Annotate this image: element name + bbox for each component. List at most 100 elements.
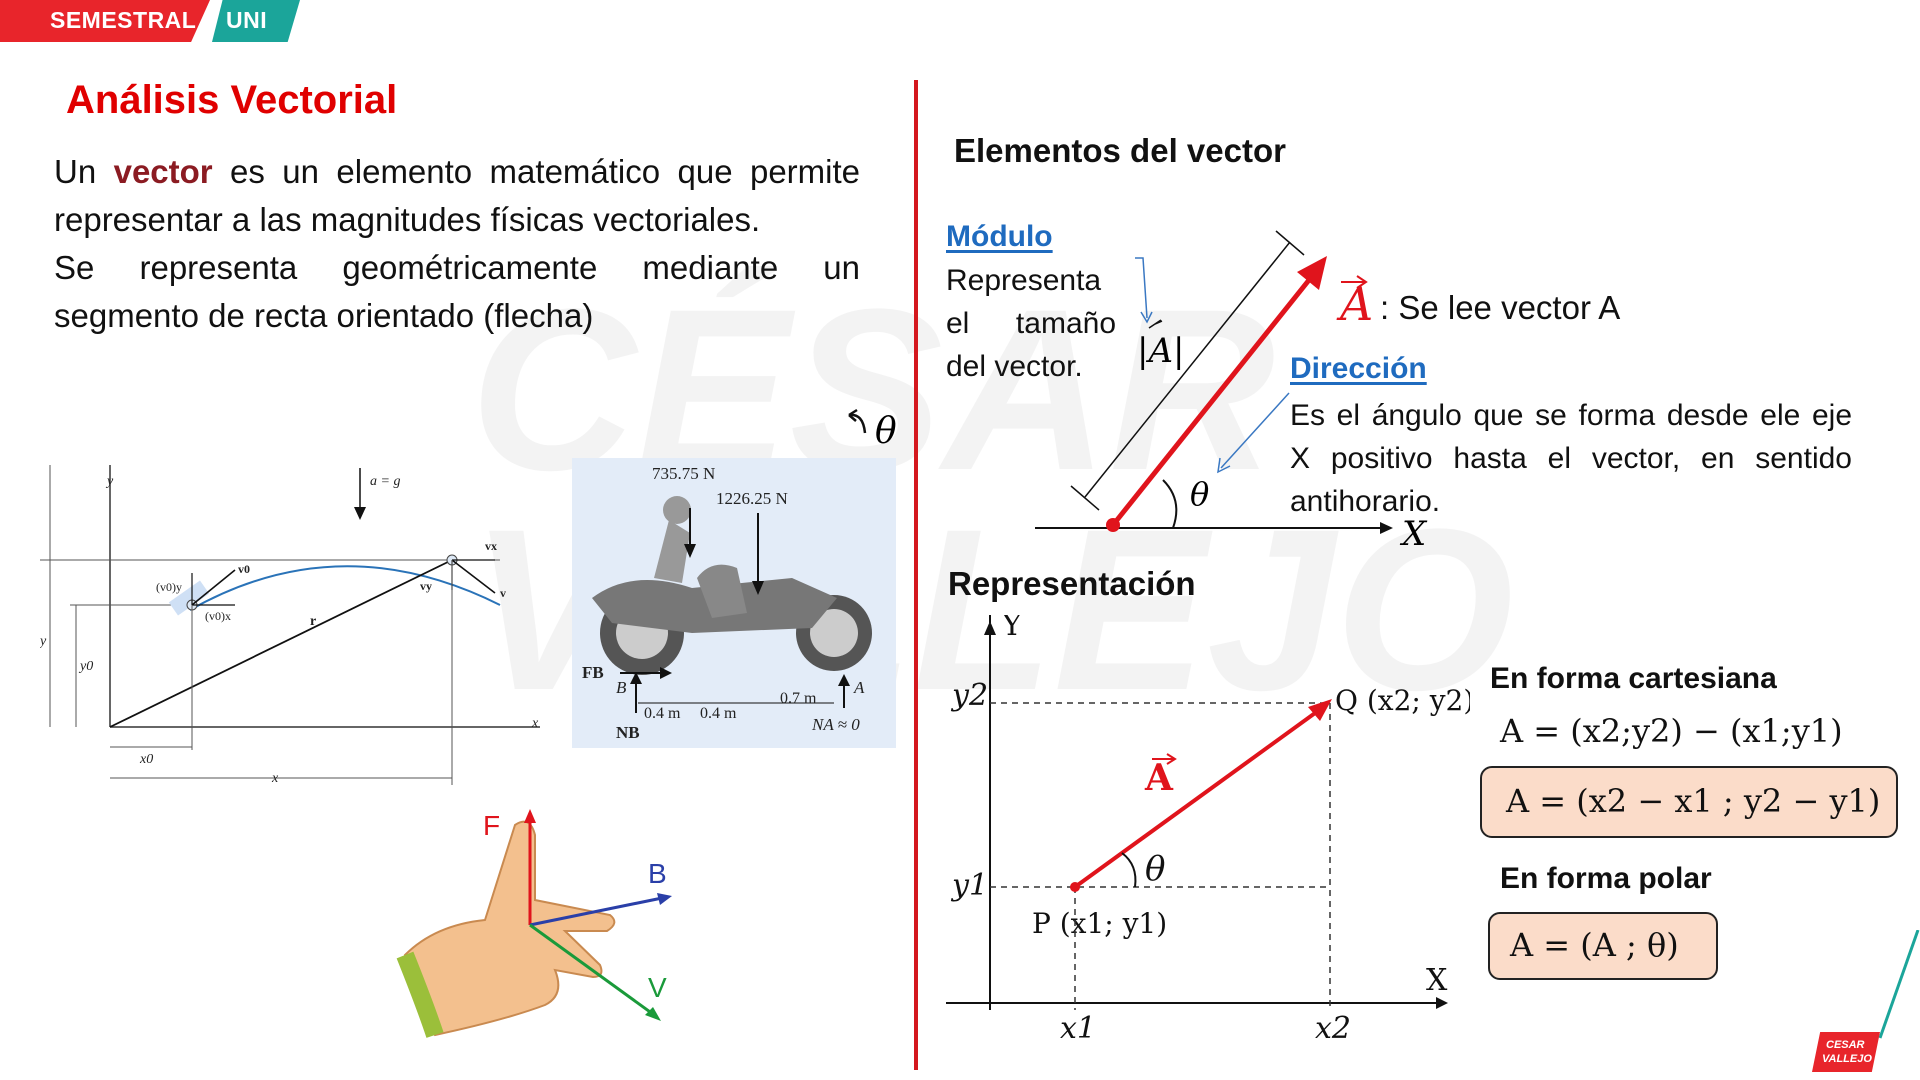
badge-right-bg xyxy=(212,0,300,42)
magnitude-dimension-line xyxy=(1084,241,1291,498)
hand-rule-figure: F B V xyxy=(396,809,672,1038)
x-axis-label: X xyxy=(1399,514,1428,550)
v0-label: v0 xyxy=(238,562,250,576)
a-label: a = g xyxy=(370,474,400,489)
keyword-vector: vector xyxy=(113,153,213,190)
page-title: Análisis Vectorial xyxy=(66,78,398,122)
vector-reading: : Se lee vector A xyxy=(1380,289,1621,326)
force-2-label: 1226.25 N xyxy=(716,489,788,508)
y-axis-arrowhead xyxy=(984,621,996,635)
v-vector xyxy=(529,923,658,1019)
rider-torso xyxy=(654,520,690,583)
logo-line-1: CESAR xyxy=(1826,1039,1865,1051)
vector-symbol: A xyxy=(1336,277,1373,331)
cartesian-equation: A = (x2;y2) − (x1;y1) xyxy=(1500,712,1843,750)
cartesian-title: En forma cartesiana xyxy=(1490,662,1777,695)
v-vector xyxy=(451,559,496,594)
vector-label-accent xyxy=(1152,753,1177,765)
modulo-pointer-head xyxy=(1140,311,1153,324)
v-arrowhead xyxy=(645,1007,661,1021)
v0-vector xyxy=(191,569,236,606)
normal-b-head xyxy=(630,672,642,684)
b-label: B xyxy=(648,858,667,889)
rep-theta-arc xyxy=(1121,852,1137,888)
intro-p1-start: Un xyxy=(54,153,114,190)
magnitude-tick-1 xyxy=(1070,485,1100,511)
rider-helmet xyxy=(663,496,691,524)
polar-box-text: A = (A ; θ) xyxy=(1510,926,1679,964)
point-q-label: Q (x2; y2) xyxy=(1335,684,1470,717)
teal-accent xyxy=(1878,930,1920,1039)
cartesian-box-text: A = (x2 − x1 ; y2 − y1) xyxy=(1506,782,1881,820)
front-wheel-hub xyxy=(810,609,858,657)
vector-pq xyxy=(1073,706,1324,889)
direccion-pointer xyxy=(1220,392,1290,469)
x-axis-arrowhead xyxy=(1380,522,1393,534)
modulo-pointer xyxy=(1135,257,1148,319)
fb-label: FB xyxy=(582,663,604,682)
rep-theta-label: θ xyxy=(1145,849,1165,889)
direccion-title: Dirección xyxy=(1290,352,1427,385)
sleeve-shape xyxy=(396,951,444,1038)
arc-arrowhead xyxy=(848,408,858,422)
vector-pq-arrowhead xyxy=(1308,699,1332,721)
vy-label: vy xyxy=(420,579,432,593)
vx-label: vx xyxy=(485,539,497,553)
trajectory-curve xyxy=(189,565,501,611)
proj-y-dim: y xyxy=(40,634,47,649)
column-divider xyxy=(914,80,918,1070)
point-p xyxy=(1070,882,1080,892)
force-2-head xyxy=(752,581,764,595)
force-1-head xyxy=(684,544,696,558)
magnitude-symbol: |A| xyxy=(1137,331,1184,371)
a-label: A xyxy=(853,678,865,697)
point-p-label: P (x1; y1) xyxy=(1032,907,1167,940)
axis-x-label: X xyxy=(1426,963,1448,998)
projectile-figure: y x r a = g y y0 (v0)y (v0)x v0 vx vy v … xyxy=(40,465,540,786)
badge-left-bg xyxy=(0,0,210,42)
gravity-arrowhead xyxy=(354,507,366,520)
cartesian-representation-figure: Y X y2 y1 x1 x2 Q (x2; y2) P (x1; y1) A … xyxy=(946,615,1470,1045)
intro-text: Un vector es un elemento matemático que … xyxy=(54,148,860,340)
x-dim-label: x xyxy=(271,771,279,786)
modulo-line-1: Representa xyxy=(946,264,1102,297)
theta-arc xyxy=(1162,479,1178,529)
vector-accent-arrow xyxy=(1341,275,1368,289)
vector-a-arrowhead xyxy=(1297,256,1327,290)
f-label: F xyxy=(483,810,500,841)
logo-line-2: VALLEJO xyxy=(1822,1053,1872,1065)
x2-label: x2 xyxy=(1315,1011,1351,1045)
modulo-line-2: el tamaño xyxy=(946,307,1116,340)
nb-label: NB xyxy=(616,723,640,742)
f-arrowhead xyxy=(524,809,536,823)
corner-theta: θ xyxy=(875,411,897,452)
y0-label: y0 xyxy=(78,659,93,674)
x0-label: x0 xyxy=(139,752,153,767)
corner-theta-figure: θ xyxy=(848,408,897,452)
x1-label: x1 xyxy=(1060,1011,1096,1045)
proj-y-label: y xyxy=(105,474,114,489)
hand-shape xyxy=(403,820,616,1037)
badge-right-text: UNI xyxy=(226,7,268,33)
cartesian-box: A = (x2 − x1 ; y2 − y1) xyxy=(1480,766,1898,838)
modulo-line-3: del vector. xyxy=(946,350,1083,383)
y1-label: y1 xyxy=(950,868,988,903)
b-label: B xyxy=(616,678,627,697)
intro-p1-end: es un elemento matemático que permite re… xyxy=(54,153,861,238)
v-label: v xyxy=(500,586,506,600)
rider-body xyxy=(697,564,747,618)
corner-accent-line xyxy=(1878,930,1920,1039)
axis-y-label: Y xyxy=(1001,615,1023,643)
badge-left-text: SEMESTRAL xyxy=(50,7,197,33)
normal-a-head xyxy=(838,674,850,686)
b-arrowhead xyxy=(657,893,672,905)
launch-marker xyxy=(168,580,210,616)
d2-label: 0.4 m xyxy=(700,705,737,722)
motorcycle-figure: 735.75 N 1226.25 N FB B NB A NA ≈ 0 0.4 … xyxy=(572,458,896,748)
direccion-text: Es el ángulo que se forma desde ele eje … xyxy=(1290,399,1852,518)
elements-heading: Elementos del vector xyxy=(954,132,1286,169)
polar-box: A = (A ; θ) xyxy=(1488,912,1718,980)
modulo-title: Módulo xyxy=(946,220,1053,253)
proj-x-label: x xyxy=(531,716,539,731)
v-label: V xyxy=(648,972,667,1003)
